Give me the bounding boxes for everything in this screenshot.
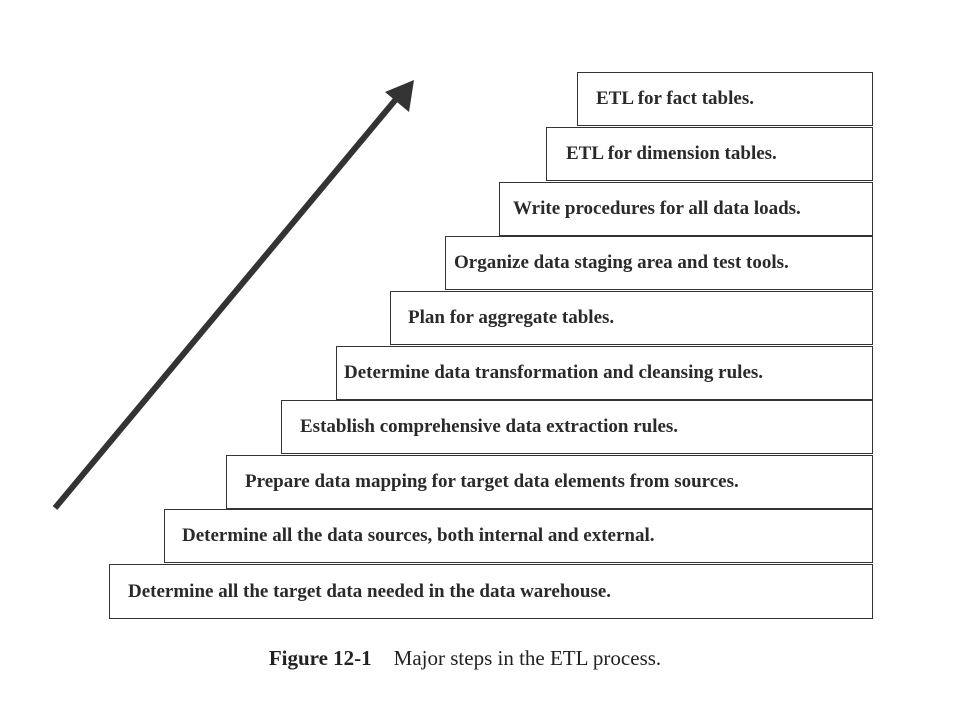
step-6: Plan for aggregate tables. [390,291,873,345]
step-9: ETL for dimension tables. [546,127,873,181]
figure-caption-text: Major steps in the ETL process. [393,646,662,670]
step-4-label: Establish comprehensive data extraction … [300,416,679,437]
step-7-label: Organize data staging area and test tool… [454,252,789,273]
step-5-label: Determine data transformation and cleans… [344,362,764,383]
figure-caption: Figure 12-1 Major steps in the ETL proces… [0,646,930,671]
step-6-label: Plan for aggregate tables. [408,307,615,328]
step-4: Establish comprehensive data extraction … [281,400,873,454]
figure-number: Figure 12-1 [268,646,372,670]
step-2-label: Determine all the data sources, both int… [182,525,655,546]
step-1: Determine all the target data needed in … [109,564,873,619]
step-1-label: Determine all the target data needed in … [128,580,612,602]
step-3-label: Prepare data mapping for target data ele… [245,471,739,492]
step-10: ETL for fact tables. [577,72,873,126]
arrow-head [385,80,414,112]
arrow-shaft [52,96,400,510]
step-8: Write procedures for all data loads. [499,182,873,236]
step-3: Prepare data mapping for target data ele… [226,455,873,509]
step-7: Organize data staging area and test tool… [445,236,873,290]
step-2: Determine all the data sources, both int… [164,509,873,563]
step-9-label: ETL for dimension tables. [566,143,777,164]
step-8-label: Write procedures for all data loads. [513,198,801,219]
step-5: Determine data transformation and cleans… [336,346,873,400]
step-10-label: ETL for fact tables. [596,88,754,109]
